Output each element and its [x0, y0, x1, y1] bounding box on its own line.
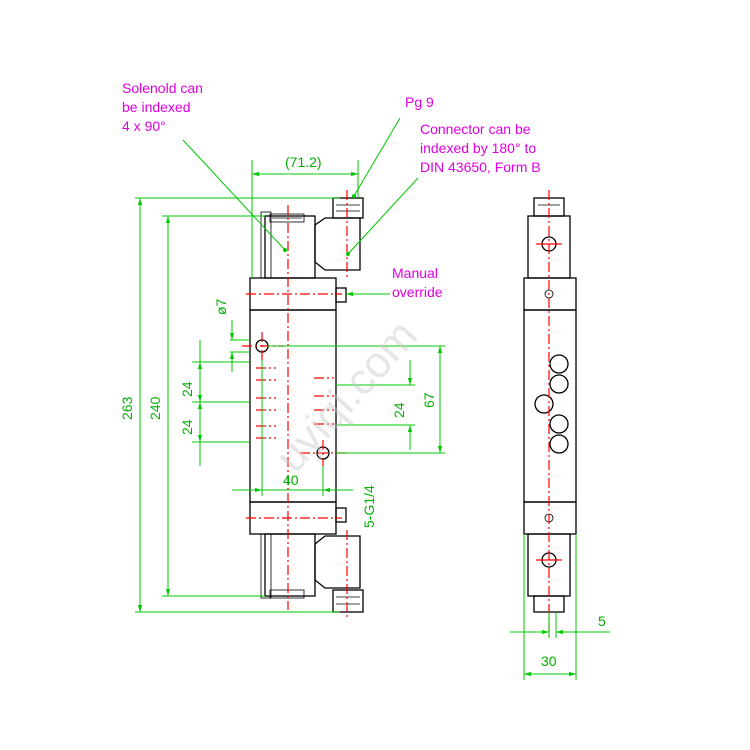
dim-height-total: 263	[119, 396, 135, 420]
dim-side-offset: 5	[598, 613, 606, 629]
solenoid-note: Solenold can be indexed 4 x 90°	[122, 80, 203, 134]
dim-port-width: 40	[283, 472, 299, 488]
dim-height-body: 240	[147, 396, 163, 420]
side-view	[523, 190, 577, 640]
front-view	[242, 190, 364, 620]
connector-note-line1: Connector can be	[420, 121, 531, 137]
solenoid-note-line3: 4 x 90°	[122, 118, 166, 134]
manual-note-line2: override	[392, 284, 443, 300]
connector-note-line3: DIN 43650, Form B	[420, 159, 541, 175]
connector-note: Connector can be indexed by 180° to DIN …	[420, 121, 541, 175]
manual-note-line1: Manual	[392, 265, 438, 281]
leaders	[182, 117, 419, 297]
pg-note: Pg 9	[405, 94, 434, 110]
watermark: uyiqi.com	[266, 311, 427, 482]
dim-diameter: ø7	[213, 298, 229, 315]
manual-override-bottom	[335, 507, 347, 523]
connector-note-line2: indexed by 180° to	[420, 140, 536, 156]
dim-port-span: 67	[421, 392, 437, 408]
front-dimensions	[135, 160, 445, 613]
solenoid-note-line2: be indexed	[122, 99, 191, 115]
manual-override-top	[335, 287, 347, 303]
side-dimensions	[510, 534, 610, 680]
solenoid-note-line1: Solenold can	[122, 80, 203, 96]
dim-pitch-b: 24	[179, 419, 195, 435]
manual-note: Manual override	[392, 265, 443, 300]
dim-ports: 5-G1/4	[361, 485, 377, 528]
dim-side-width: 30	[541, 653, 557, 669]
dim-pitch-c: 24	[391, 402, 407, 418]
dim-width-top: (71.2)	[285, 154, 322, 170]
top-solenoid	[260, 197, 364, 279]
dim-pitch-a: 24	[179, 381, 195, 397]
port-markings	[256, 367, 334, 439]
bottom-solenoid	[260, 533, 364, 613]
